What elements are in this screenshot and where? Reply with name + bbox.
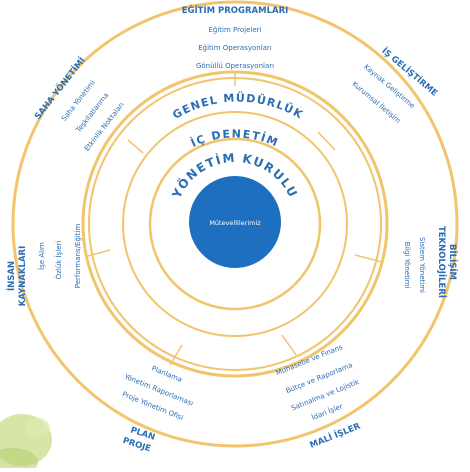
section-title-bilisim-2: TEKNOLOJİLERİ bbox=[436, 226, 447, 298]
item-planlama: Planlama bbox=[150, 364, 183, 383]
ring-label-genel-mudurluk: GENEL MÜDÜRLÜK bbox=[170, 91, 304, 122]
center-label: Mütevellilerimiz bbox=[209, 219, 261, 227]
section-insan: İNSAN KAYNAKLARI İşe Alım Özlük İşleri P… bbox=[6, 224, 82, 307]
inner-ring-1 bbox=[122, 111, 348, 337]
section-title-saha: SAHA YÖNETİMİ bbox=[32, 55, 87, 122]
item-bilgi-yonetimi: Bilgi Yönetimi bbox=[403, 241, 411, 288]
item-ozluk-isleri: Özlük İşleri bbox=[54, 241, 63, 280]
section-saha: SAHA YÖNETİMİ Saha Yönetimi Teşkilatlanm… bbox=[32, 55, 126, 152]
item-gonullu-operasyonlari: Gönüllü Operasyonları bbox=[196, 62, 274, 70]
connectors bbox=[87, 72, 383, 366]
item-performans: Performans/Eğitim bbox=[74, 224, 82, 289]
decorative-blob bbox=[0, 414, 52, 472]
section-title-egitim: EĞİTİM PROGRAMLARI bbox=[182, 4, 289, 16]
item-sistem-yonetimi: Sistem Yönetimi bbox=[418, 237, 426, 293]
section-egitim: EĞİTİM PROGRAMLARI Eğitim Projeleri Eğit… bbox=[182, 4, 289, 70]
outer-ring bbox=[11, 0, 459, 448]
item-egitim-operasyonlari: Eğitim Operasyonları bbox=[198, 44, 272, 52]
section-bilisim: BİLİŞİM TEKNOLOJİLERİ Sistem Yönetimi Bi… bbox=[403, 226, 458, 298]
svg-text:GENEL MÜDÜRLÜK: GENEL MÜDÜRLÜK bbox=[170, 91, 305, 122]
center-circle bbox=[189, 176, 281, 268]
item-egitim-projeleri: Eğitim Projeleri bbox=[209, 26, 262, 34]
section-title-bilisim-1: BİLİŞİM bbox=[447, 244, 458, 280]
item-ise-alim: İşe Alım bbox=[37, 242, 46, 270]
inner-ring-2 bbox=[148, 137, 322, 311]
section-title-insan-2: KAYNAKLARI bbox=[18, 246, 28, 307]
section-title-insan-1: İNSAN bbox=[6, 261, 17, 291]
section-title-mali: MALİ İŞLER bbox=[308, 420, 362, 450]
